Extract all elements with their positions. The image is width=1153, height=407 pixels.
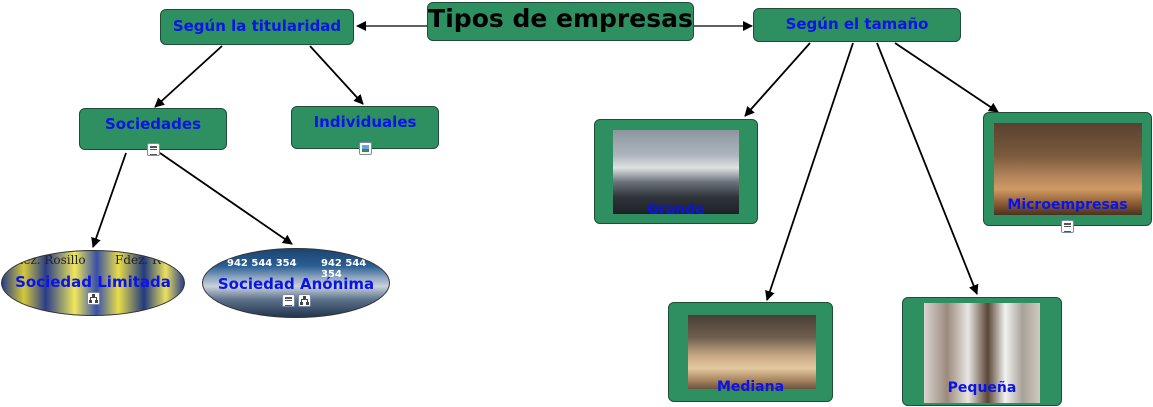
node-grande[interactable]: Grande xyxy=(594,119,758,224)
node-label: Grande xyxy=(647,202,705,218)
edge-titularidad-to-individuales xyxy=(309,45,364,105)
node-label: Individuales xyxy=(313,113,417,131)
node-label: Microempresas xyxy=(1007,197,1128,213)
edge-sociedades-to-anonima xyxy=(159,152,293,245)
node-segun-la-titularidad[interactable]: Según la titularidad xyxy=(160,9,354,45)
pequena-photo xyxy=(924,303,1040,403)
node-sociedades[interactable]: Sociedades xyxy=(79,108,227,156)
document-icon[interactable] xyxy=(147,143,160,156)
node-label: Sociedad Anónima xyxy=(217,275,375,293)
node-pequena[interactable]: Pequeña xyxy=(902,297,1062,406)
background-text-phone-right: 942 544 354 xyxy=(321,258,367,280)
edge-sociedades-to-limitada xyxy=(91,152,127,248)
node-label: Según el tamaño xyxy=(785,15,929,33)
node-microempresas[interactable]: Microempresas xyxy=(983,112,1152,233)
node-sociedad-limitada[interactable]: l dez. Rosillo Fdez. R Sociedad Limitada xyxy=(1,250,185,316)
background-text-left: l dez. Rosillo xyxy=(8,253,86,267)
edge-tamano-to-mediana xyxy=(765,42,854,301)
node-segun-el-tamano[interactable]: Según el tamaño xyxy=(753,8,961,42)
node-label: Mediana xyxy=(716,379,785,395)
microempresas-photo xyxy=(994,123,1142,215)
node-mediana[interactable]: Mediana xyxy=(668,302,833,402)
node-sociedad-anonima[interactable]: 942 544 354 942 544 354 Sociedad Anónima xyxy=(202,248,390,318)
document-icon[interactable] xyxy=(282,294,295,307)
edge-tamano-to-microempresas xyxy=(894,42,999,113)
concept-map-icon[interactable] xyxy=(298,294,311,307)
node-label: Según la titularidad xyxy=(172,17,342,35)
edge-titularidad-to-sociedades xyxy=(154,45,223,108)
root-node-label: Tipos de empresas xyxy=(428,4,693,33)
mediana-photo xyxy=(688,315,816,389)
edge-tamano-to-pequena xyxy=(876,42,979,295)
document-icon[interactable] xyxy=(1061,220,1074,233)
node-individuales[interactable]: Individuales xyxy=(291,106,439,155)
node-label: Sociedad Limitada xyxy=(15,273,171,291)
image-icon[interactable] xyxy=(359,142,372,155)
node-label: Pequeña xyxy=(947,380,1017,396)
concept-map-icon[interactable] xyxy=(87,292,100,305)
background-text-phone-left: 942 544 354 xyxy=(227,258,297,269)
edge-tamano-to-grande xyxy=(744,42,811,117)
background-text-right: Fdez. R xyxy=(115,253,162,267)
grande-photo xyxy=(613,130,739,214)
root-node-tipos-de-empresas[interactable]: Tipos de empresas xyxy=(427,2,694,41)
node-label: Sociedades xyxy=(104,115,201,133)
